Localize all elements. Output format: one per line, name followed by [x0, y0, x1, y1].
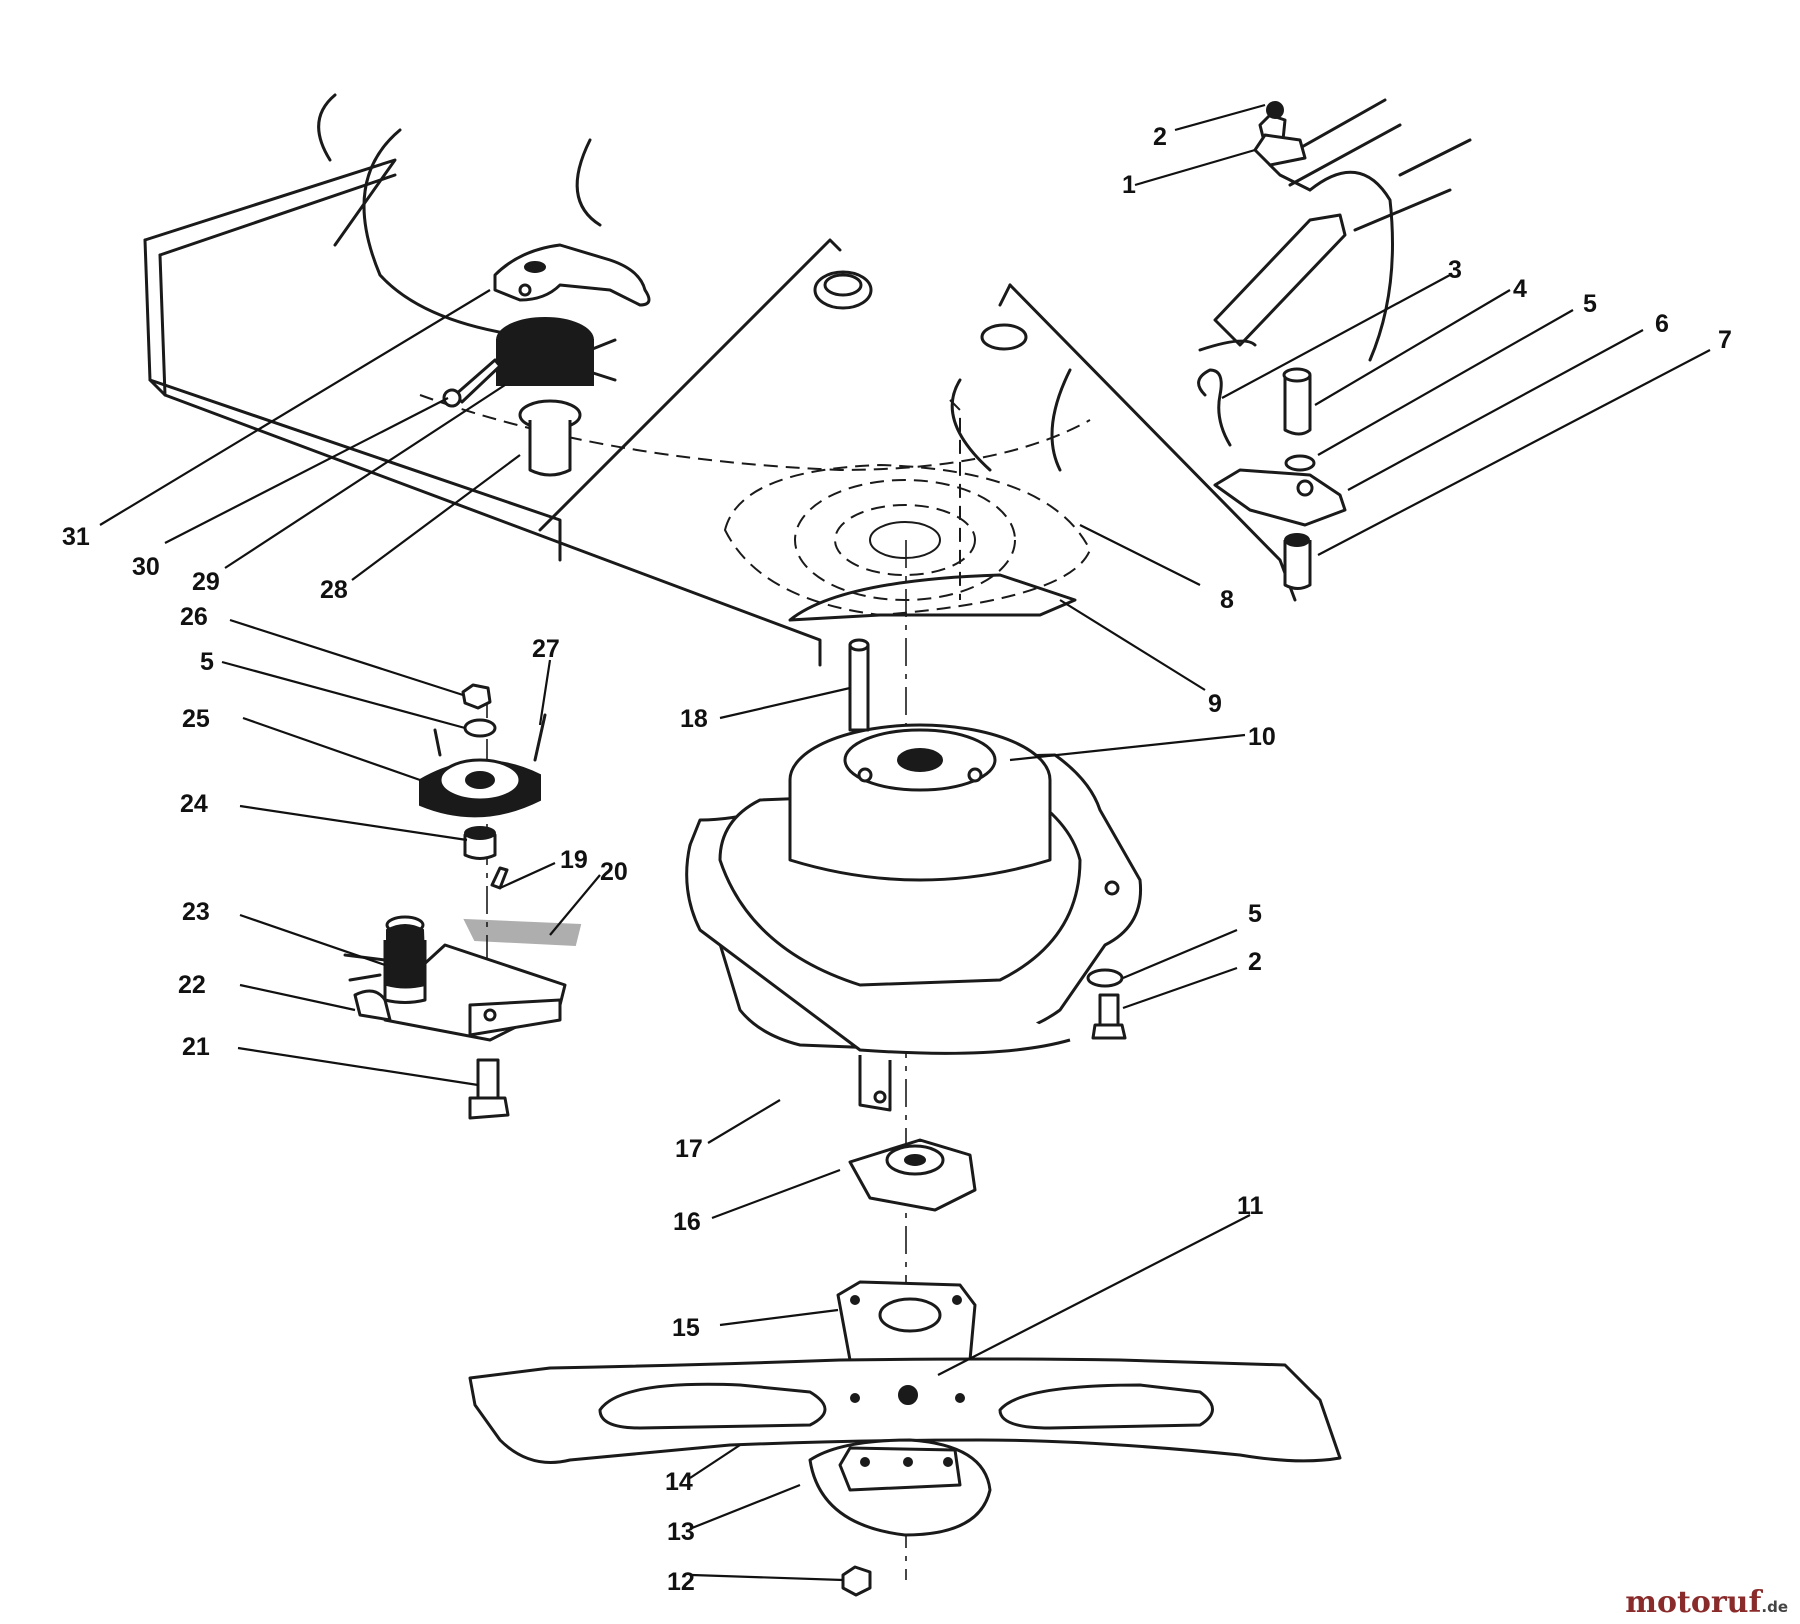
bracket-bolt: [468, 1058, 510, 1120]
label-5-right: 5: [1583, 290, 1597, 318]
blade-adapter: [836, 1280, 977, 1362]
watermark-tld: .de: [1761, 1598, 1788, 1616]
label-22: 22: [178, 971, 206, 999]
label-21: 21: [182, 1033, 210, 1061]
blade-brake-disc: [723, 378, 1092, 622]
label-30: 30: [132, 553, 160, 581]
label-9: 9: [1208, 690, 1222, 718]
idler-bracket: [343, 915, 567, 1042]
label-7: 7: [1718, 326, 1732, 354]
label-16: 16: [673, 1208, 701, 1236]
label-17: 17: [675, 1135, 703, 1163]
pin: [848, 638, 870, 732]
label-25: 25: [182, 705, 210, 733]
label-28: 28: [320, 576, 348, 604]
label-5-left: 5: [200, 648, 214, 676]
label-14: 14: [665, 1468, 693, 1496]
label-2-top: 2: [1153, 123, 1167, 151]
label-24: 24: [180, 790, 208, 818]
leader-lines: [99, 103, 1711, 1582]
label-20: 20: [600, 858, 628, 886]
hairpin-cotter: [1197, 368, 1232, 447]
label-6: 6: [1655, 310, 1669, 338]
deck-housing-outline: [143, 93, 1472, 667]
site-watermark: motoruf.de: [1625, 1585, 1788, 1620]
part-labels: 31 30 29 28 26 5 25 27 24 23 22 21 19 20…: [62, 123, 1732, 1596]
label-27: 27: [532, 635, 560, 663]
label-12: 12: [667, 1568, 695, 1596]
label-13: 13: [667, 1518, 695, 1546]
right-washer-and-screw: [1086, 968, 1127, 1040]
brake-bushing: [518, 399, 582, 477]
label-8: 8: [1220, 586, 1234, 614]
pivot-bolt-assembly: [1213, 367, 1347, 590]
label-18: 18: [680, 705, 708, 733]
label-29: 29: [192, 568, 220, 596]
label-2-lower-right: 2: [1248, 948, 1262, 976]
label-10: 10: [1248, 723, 1276, 751]
label-11: 11: [1237, 1192, 1264, 1220]
label-3: 3: [1448, 256, 1462, 284]
brake-spring: [496, 317, 617, 386]
label-23: 23: [182, 898, 210, 926]
adapter-housing: [685, 723, 1143, 1112]
brake-bolt: [442, 358, 502, 408]
small-screw-and-decal: [463, 866, 582, 947]
clip-and-bolt: [1253, 101, 1307, 167]
label-15: 15: [672, 1314, 700, 1342]
bearing-flange: [848, 1138, 977, 1212]
brake-arm: [493, 243, 651, 307]
mower-blade: [468, 1357, 1342, 1464]
label-19: 19: [560, 846, 588, 874]
idler-pulley-assembly: [419, 683, 547, 860]
blade-stiffener: [808, 1438, 992, 1537]
label-26: 26: [180, 603, 208, 631]
label-31: 31: [62, 523, 90, 551]
label-4: 4: [1513, 275, 1527, 303]
washers: [813, 270, 1028, 351]
watermark-brand: motoruf: [1625, 1585, 1762, 1620]
label-5-lower-right: 5: [1248, 900, 1262, 928]
blade-nut: [841, 1565, 872, 1597]
label-1: 1: [1122, 171, 1136, 199]
